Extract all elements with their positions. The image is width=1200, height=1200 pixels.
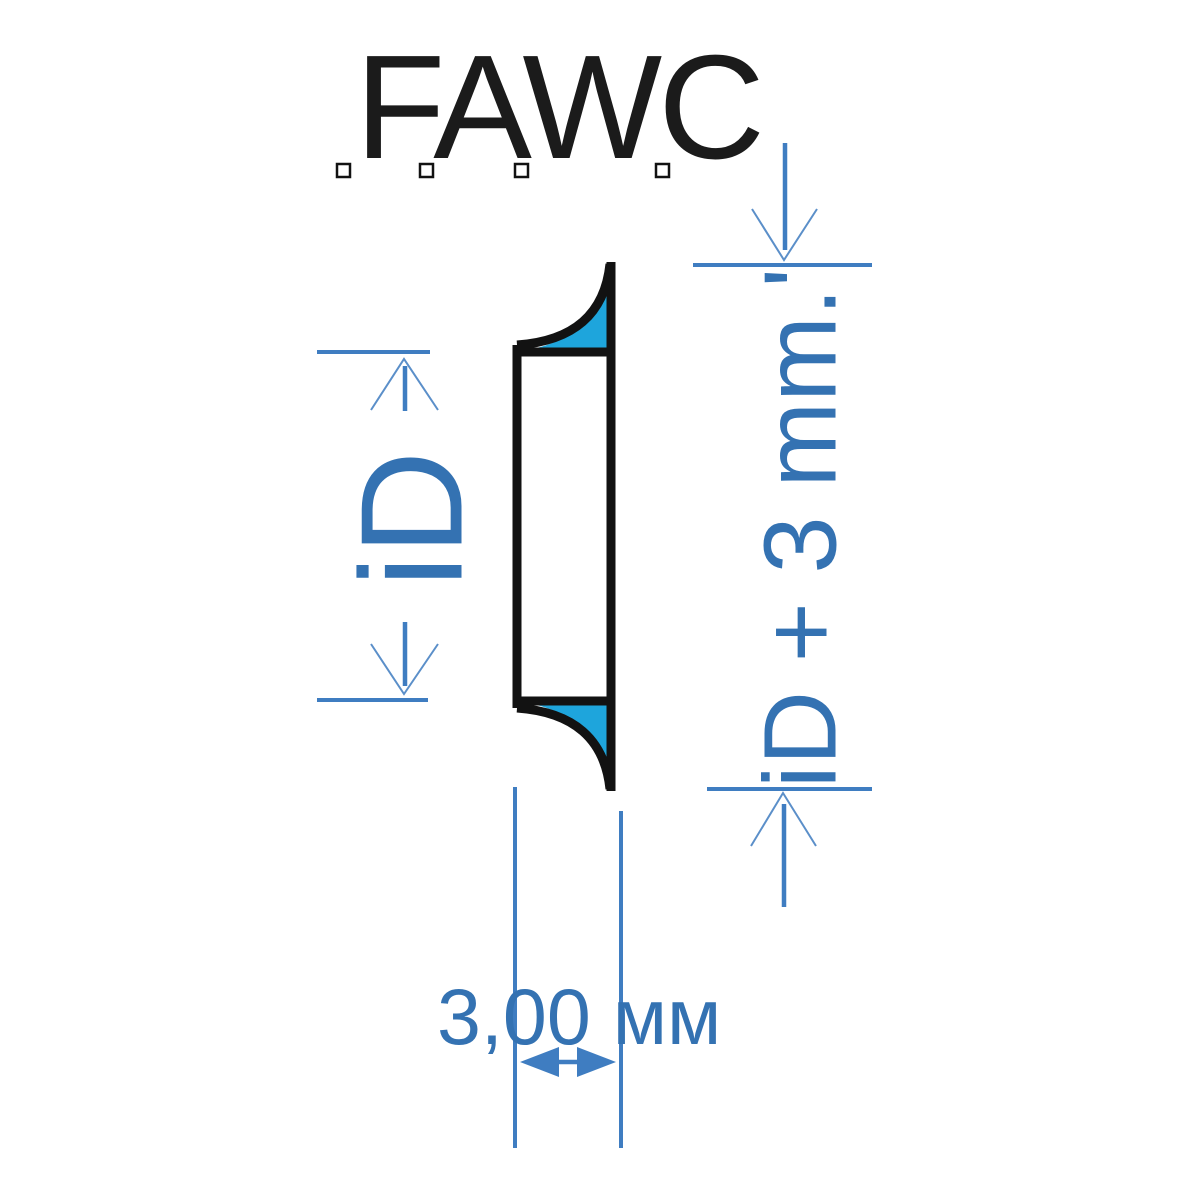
body-fill xyxy=(517,352,611,701)
outer-diameter-label: iD + 3 mm.' xyxy=(742,267,858,789)
arrow-down-head xyxy=(370,643,439,696)
selection-handles xyxy=(335,162,671,179)
right-dimension xyxy=(693,143,872,907)
inner-diameter-label: iD xyxy=(330,450,493,588)
bottom-flange-fill xyxy=(517,701,611,789)
bottom-dimension xyxy=(513,787,623,1148)
arrow-up-head xyxy=(370,357,439,411)
arrow-left-icon xyxy=(520,1047,559,1077)
arrow-right-icon xyxy=(577,1047,616,1077)
node-handle-icon[interactable] xyxy=(335,162,352,179)
washer-cross-section xyxy=(512,262,616,791)
thickness-label: 3,00 мм xyxy=(437,972,722,1061)
top-flange-fill xyxy=(517,264,611,352)
node-handle-icon[interactable] xyxy=(513,162,530,179)
arrow-down-head xyxy=(751,208,818,262)
left-dimension xyxy=(317,350,439,702)
node-handle-icon[interactable] xyxy=(654,162,671,179)
arrow-up-head xyxy=(750,791,817,847)
node-handle-icon[interactable] xyxy=(418,162,435,179)
drawing-title: FAWC xyxy=(354,25,765,190)
